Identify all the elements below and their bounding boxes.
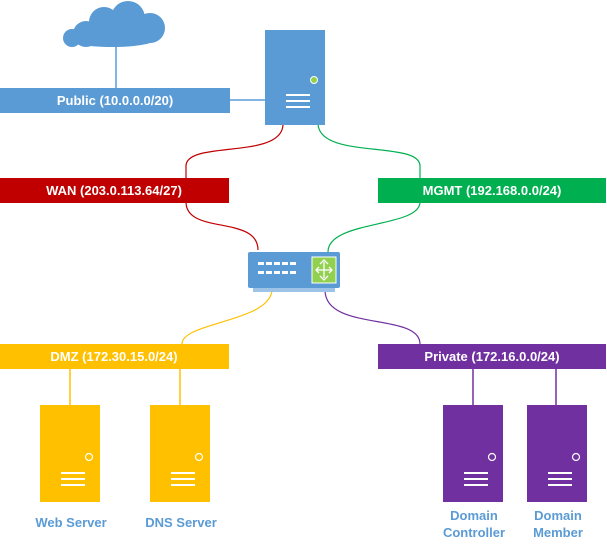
network-dmz: DMZ (172.30.15.0/24) [0,344,229,369]
server-to-mgmt-cable [317,123,421,178]
dns-server-label: DNS Server [145,515,217,530]
network-mgmt-label: MGMT (192.168.0.0/24) [423,183,562,198]
network-wan-label: WAN (203.0.113.64/27) [46,183,182,198]
dns-server-icon [150,405,210,502]
router-panel-icon [311,256,337,284]
web-server-label: Web Server [35,515,106,530]
network-wan: WAN (203.0.113.64/27) [0,178,229,203]
network-public-label: Public (10.0.0.0/20) [57,93,173,108]
network-dmz-label: DMZ (172.30.15.0/24) [50,349,177,364]
switch-ports [258,262,296,274]
network-private: Private (172.16.0.0/24) [378,344,606,369]
switch-to-private-cable [324,289,421,345]
network-public: Public (10.0.0.0/20) [0,88,230,113]
wan-to-switch-cable [185,201,259,251]
server-icon [265,30,325,125]
domain-controller-icon [443,405,503,502]
domain-member-icon [527,405,587,502]
domain-member-label-line2: Member [533,525,583,540]
server-to-wan-cable [185,123,284,178]
cloud-icon [63,1,165,47]
domain-controller-label-line2: Controller [443,525,505,540]
domain-controller-label-line1: Domain [450,508,498,523]
domain-member-label-line1: Domain [534,508,582,523]
web-server-icon [40,405,100,502]
mgmt-to-switch-cable [327,201,421,253]
switch-to-dmz-cable [181,289,273,345]
network-private-label: Private (172.16.0.0/24) [424,349,559,364]
connectors [69,45,557,405]
switch-icon [248,252,340,292]
network-mgmt: MGMT (192.168.0.0/24) [378,178,606,203]
